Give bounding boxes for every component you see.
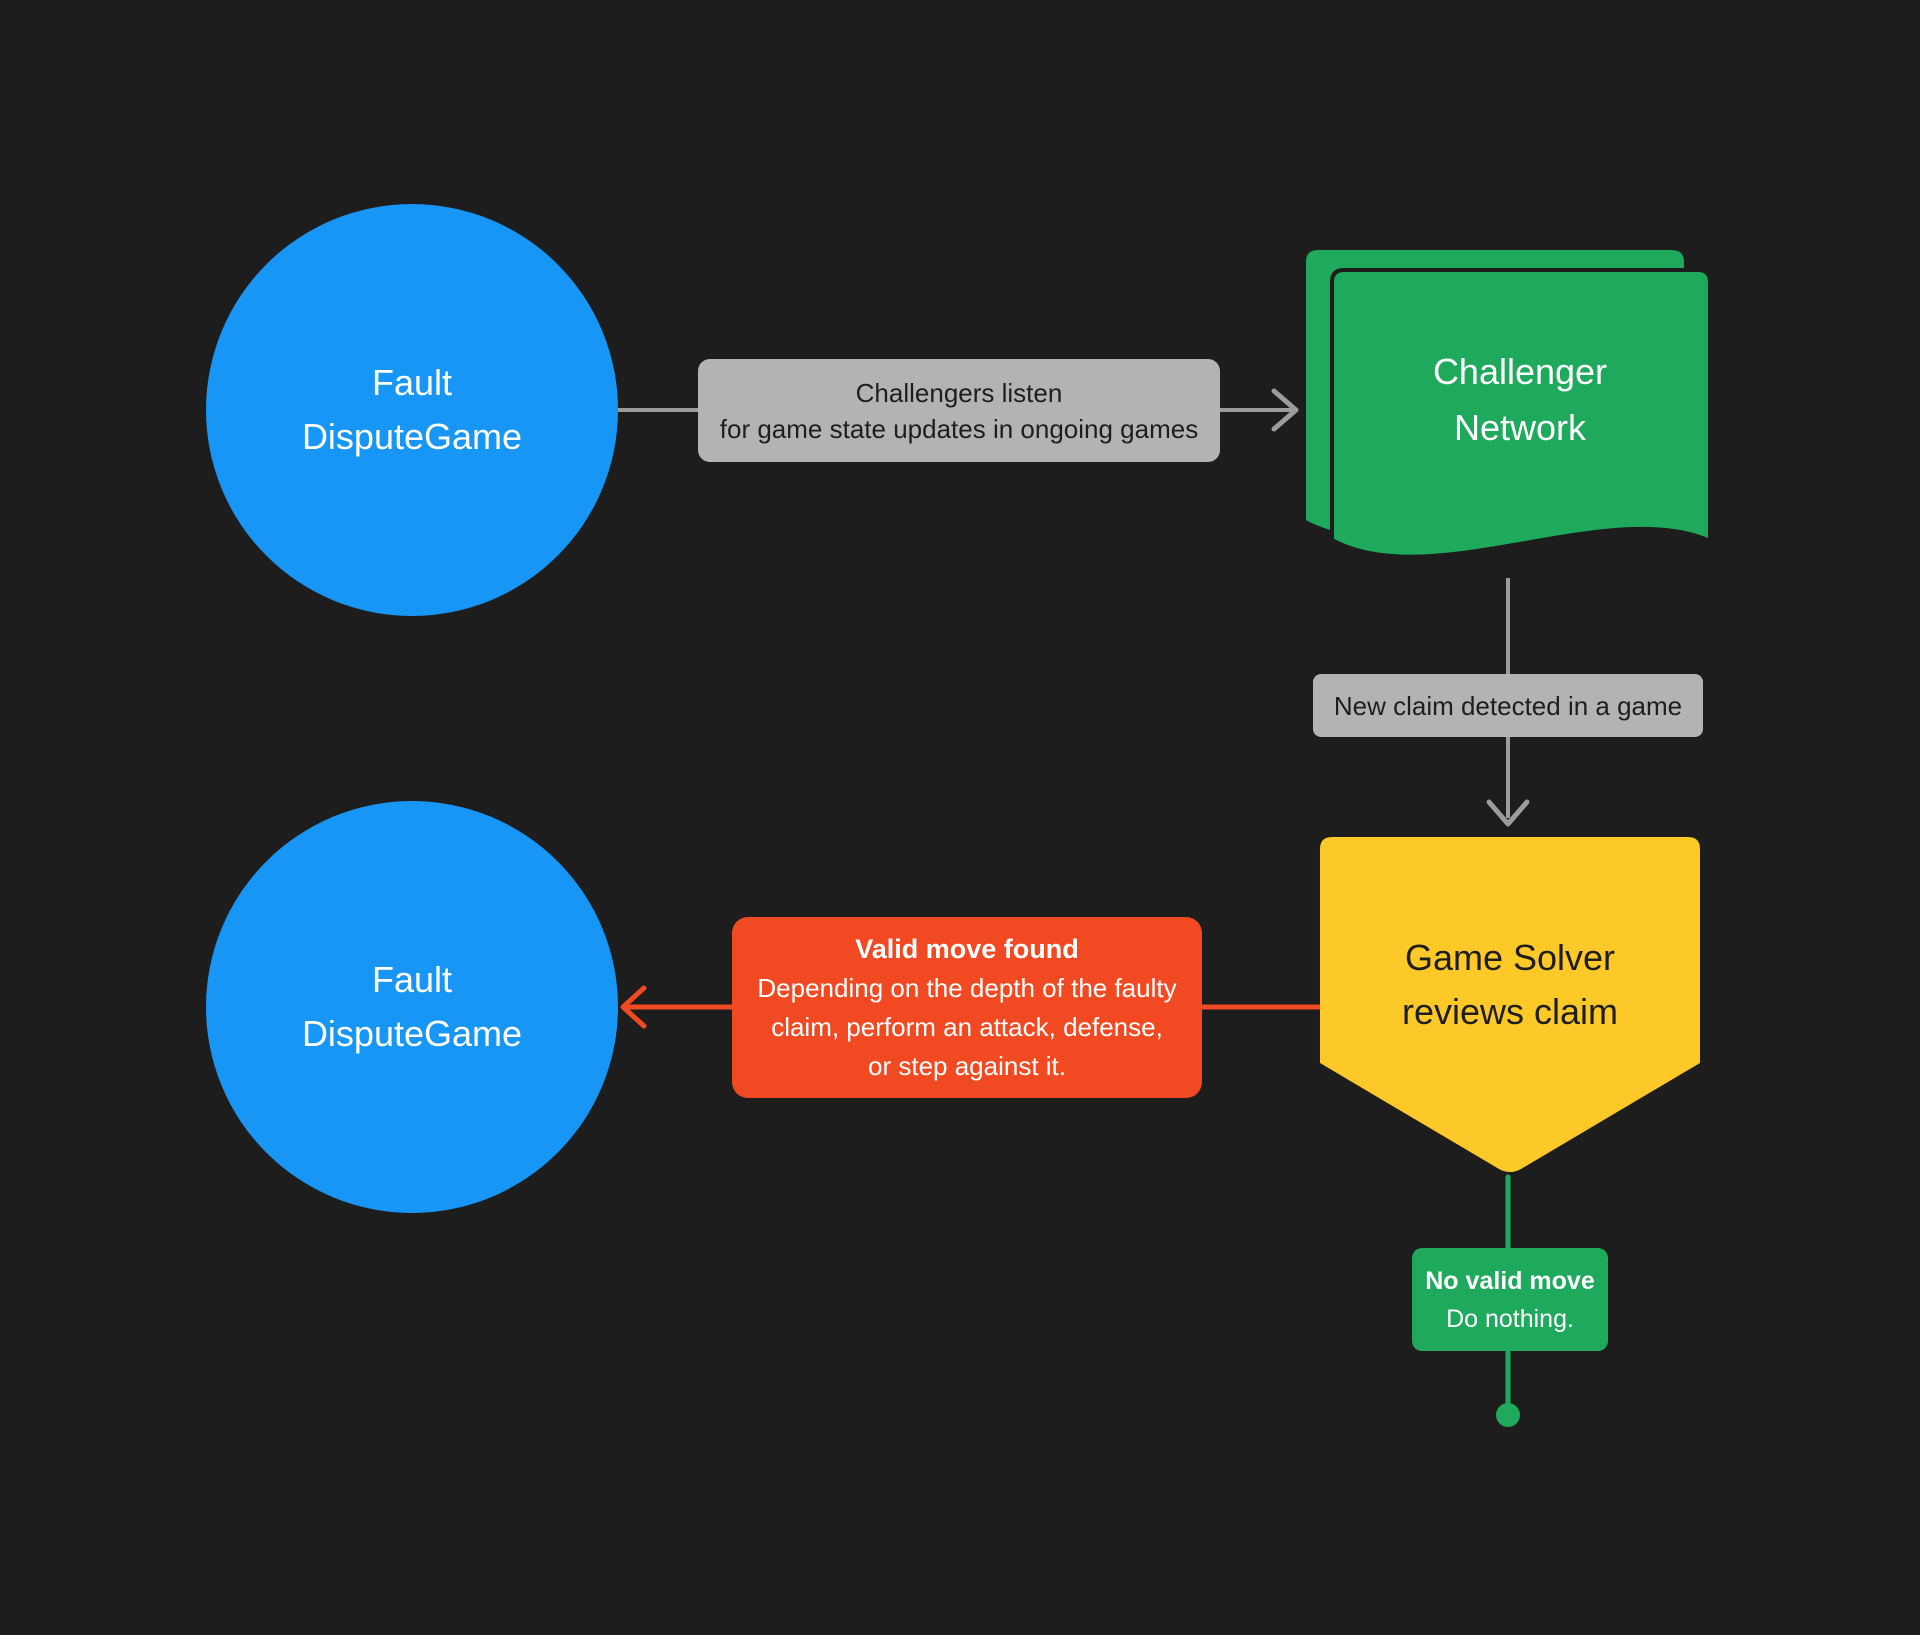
node-label-line: Fault <box>371 362 453 403</box>
arrow-right-icon <box>1271 388 1299 432</box>
branch-label-title: No valid move <box>1425 1266 1595 1295</box>
connector-label-line: for game state updates in ongoing games <box>719 413 1199 444</box>
branch-label-line: Do nothing. <box>1446 1304 1574 1333</box>
challenger-network-document-front <box>1330 268 1712 559</box>
flow-end-dot <box>1496 1403 1520 1427</box>
node-fault-disputegame-bottom: Fault DisputeGame <box>206 801 618 1213</box>
node-label-line: DisputeGame <box>301 1013 523 1054</box>
node-fault-disputegame-top: Fault DisputeGame <box>206 204 618 616</box>
branch-label-valid-move: Valid move found Depending on the depth … <box>732 917 1202 1098</box>
branch-label-line: Depending on the depth of the faulty <box>757 972 1177 1003</box>
node-label-line: DisputeGame <box>301 416 523 457</box>
connector-label-line: Challengers listen <box>855 377 1063 408</box>
branch-label-title: Valid move found <box>855 933 1079 964</box>
arrow-left-icon <box>620 985 647 1029</box>
connector-label-challengers-listen: Challengers listen for game state update… <box>698 359 1220 462</box>
branch-label-line: or step against it. <box>868 1050 1066 1081</box>
game-solver-shape <box>1320 837 1700 1172</box>
branch-label-no-valid-move: No valid move Do nothing. <box>1412 1248 1608 1351</box>
connector-label-new-claim: New claim detected in a game <box>1313 674 1703 737</box>
branch-label-line: claim, perform an attack, defense, <box>771 1011 1163 1042</box>
arrow-down-icon <box>1486 799 1530 827</box>
node-label-line: Fault <box>371 959 453 1000</box>
connector-label-line: New claim detected in a game <box>1333 690 1683 721</box>
